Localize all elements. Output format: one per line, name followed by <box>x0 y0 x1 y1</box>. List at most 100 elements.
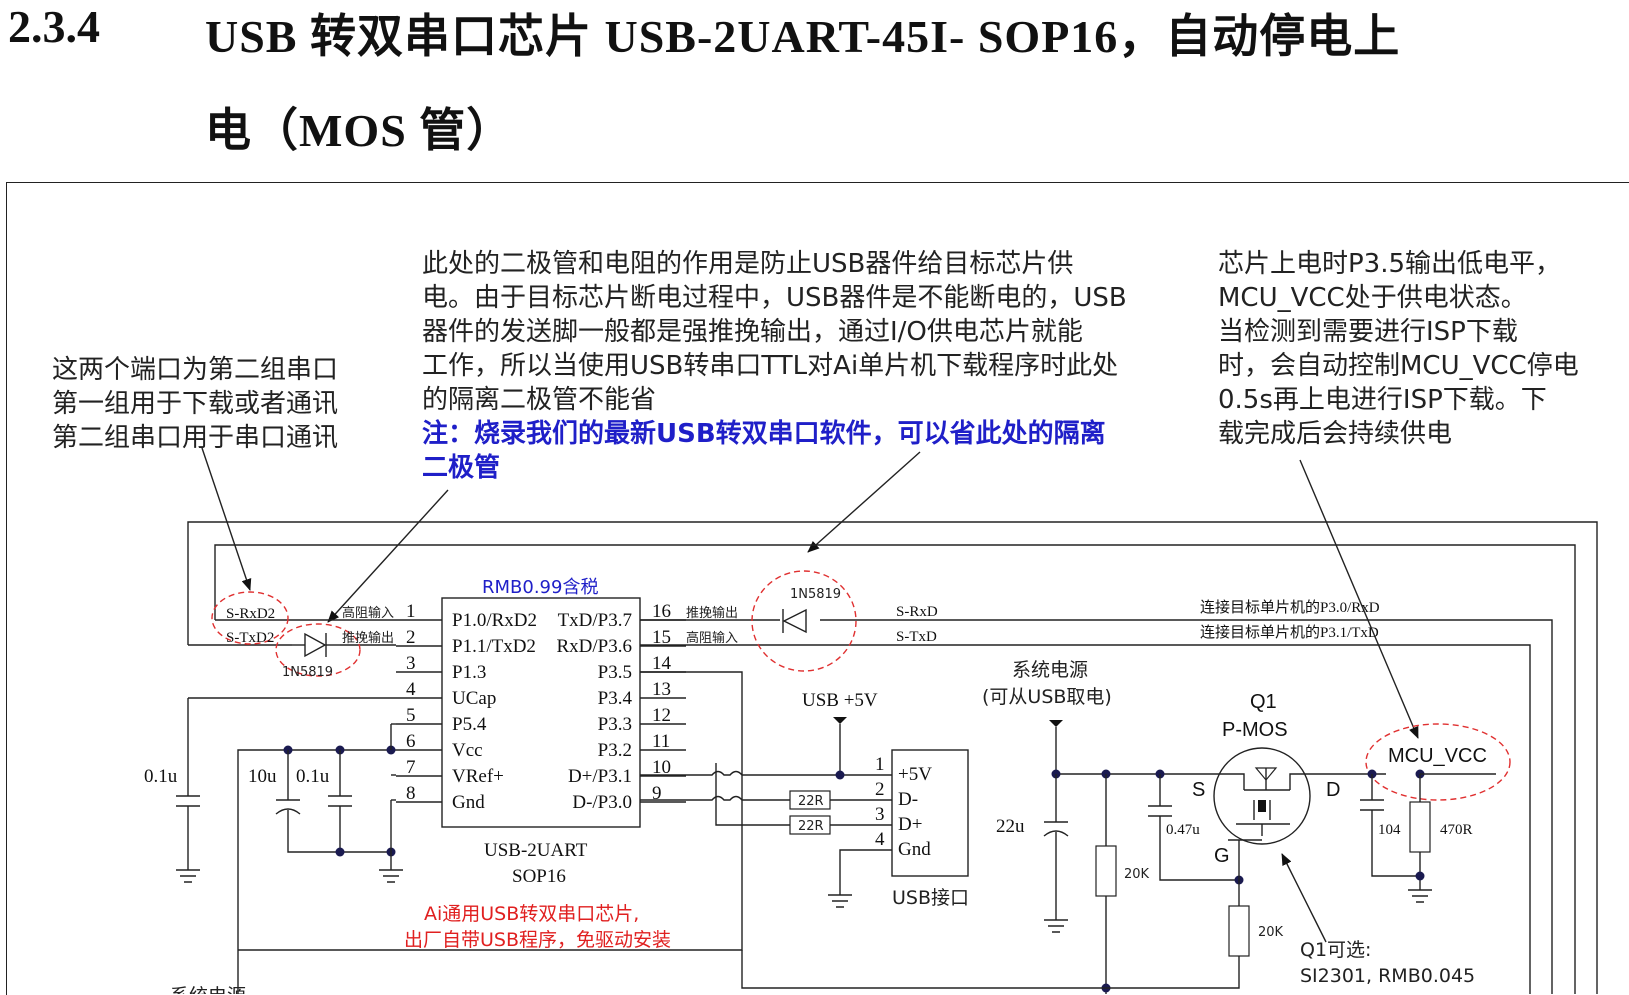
label-c-047u: 0.47u <box>1166 822 1200 838</box>
chip-right-pin-number: 11 <box>652 731 670 752</box>
label-r-20k-b: 20K <box>1258 925 1284 940</box>
usb-pin3-num: 3 <box>875 804 885 825</box>
chip-package: SOP16 <box>512 866 566 887</box>
chip-right-pins: 16 TxD/P3.7 15 RxD/P3.6 14 P3.5 13 P3.4 12 P3.3 11… <box>557 601 686 813</box>
chip-right-pin-name: P3.2 <box>598 740 632 761</box>
usb-pin1-num: 1 <box>875 754 885 775</box>
label-system-power: 系统电源 <box>1012 659 1088 681</box>
note-diode-line3: 器件的发送脚一般都是强推挽输出，通过I/O供电芯片就能 <box>422 317 1083 347</box>
chip-left-pin-name: P5.4 <box>452 714 487 735</box>
usb-pin1-name: +5V <box>898 764 932 785</box>
label-mcu-vcc: MCU_VCC <box>1388 745 1487 767</box>
label-c-01u-a: 0.1u <box>144 766 178 787</box>
label-r-22r-a: 22R <box>798 794 824 809</box>
power-switch: 系统电源 (可从USB取电) 22u 20K 0.47u 20K <box>982 659 1496 994</box>
chip-left-pin-number: 1 <box>406 601 416 622</box>
usb-pin3-name: D+ <box>898 814 922 835</box>
label-hi-z-in-left: 高阻输入 <box>342 605 394 621</box>
callout-circle-diode-left <box>275 623 361 677</box>
chip-right-pin-number: 14 <box>652 653 672 674</box>
chip-left-pin-number: 5 <box>406 705 416 726</box>
chip-right-pin-name: P3.4 <box>598 688 633 709</box>
chip-left-pin-number: 4 <box>406 679 416 700</box>
note-left-ports: 这两个端口为第二组串口 第一组用于下载或者通讯 第二组串口用于串口通讯 <box>52 355 338 453</box>
usb-connector-label: USB接口 <box>892 887 969 909</box>
note-diode-line1: 此处的二极管和电阻的作用是防止USB器件给目标芯片供 <box>422 249 1073 279</box>
note-power-line3: 当检测到需要进行ISP下载 <box>1218 317 1518 347</box>
label-bottom-system-power: 系统电源 <box>170 985 246 994</box>
label-pin-d: D <box>1326 779 1340 801</box>
diode-right <box>782 608 807 634</box>
label-r-20k-a: 20K <box>1124 867 1150 882</box>
label-c-104: 104 <box>1378 822 1401 838</box>
label-push-pull-right: 推挽输出 <box>686 605 738 621</box>
chip-right-pin-name: P3.5 <box>598 662 632 683</box>
diode-left <box>304 632 340 658</box>
chip-right-pin-name: D+/P3.1 <box>568 766 632 787</box>
chip-right-pin-number: 10 <box>652 757 671 778</box>
note-blue-line2: 二极管 <box>422 453 500 483</box>
chip-left-pin-name: Gnd <box>452 792 485 813</box>
note-power-line6: 载完成后会持续供电 <box>1218 419 1452 449</box>
note-blue-line1: 注：烧录我们的最新USB转双串口软件，可以省此处的隔离 <box>422 418 1106 449</box>
label-r-470r: 470R <box>1440 822 1473 838</box>
note-diode-line4: 工作，所以当使用USB转串口TTL对Ai单片机下载程序时此处 <box>422 351 1118 381</box>
note-power-line4: 时，会自动控制MCU_VCC停电 <box>1218 351 1579 381</box>
chip-left-pin-number: 2 <box>406 627 416 648</box>
label-s-rxd2: S-RxD2 <box>226 606 275 622</box>
label-q1-type: P-MOS <box>1222 719 1288 741</box>
chip-price: RMB0.99含税 <box>482 577 598 598</box>
label-pin-s: S <box>1192 779 1205 801</box>
usb-connector: USB +5V 22R 22R 1 2 3 4 +5V D- D+ Gnd US… <box>640 690 969 909</box>
note-left-line2: 第一组用于下载或者通讯 <box>52 389 338 419</box>
label-target-tx: 连接目标单片机的P3.1/TxD <box>1200 624 1379 641</box>
note-left-line1: 这两个端口为第二组串口 <box>52 355 338 385</box>
label-system-power-sub: (可从USB取电) <box>982 686 1112 708</box>
label-q1: Q1 <box>1250 691 1277 713</box>
ground-return-line <box>741 950 1106 989</box>
label-q1-options-title: Q1可选: <box>1300 939 1371 961</box>
chip-right-pin-name: P3.3 <box>598 714 632 735</box>
usb-pin2-name: D- <box>898 789 918 810</box>
chip-left-pin-number: 6 <box>406 731 416 752</box>
note-power: 芯片上电时P3.5输出低电平， MCU_VCC处于供电状态。 当检测到需要进行I… <box>1218 249 1579 449</box>
chip-left-pin-name: P1.1/TxD2 <box>452 636 536 657</box>
note-power-line2: MCU_VCC处于供电状态。 <box>1218 283 1527 313</box>
label-q1-options: SI2301, RMB0.045 <box>1300 965 1475 987</box>
chip-left-pin-number: 3 <box>406 653 416 674</box>
chip-right-pin-name: TxD/P3.7 <box>558 610 632 631</box>
bus-lines <box>187 521 1598 994</box>
chip-name: USB-2UART <box>484 840 588 861</box>
label-s-txd: S-TxD <box>896 629 937 645</box>
page-title-line1: USB 转双串口芯片 USB-2UART-45I- SOP16，自动停电上 <box>205 11 1401 62</box>
note-power-line5: 0.5s再上电进行ISP下载。下 <box>1218 385 1547 415</box>
note-diode-line5: 的隔离二极管不能省 <box>422 385 656 415</box>
note-diode: 此处的二极管和电阻的作用是防止USB器件给目标芯片供 电。由于目标芯片断电过程中… <box>422 249 1127 483</box>
callout-circle-diode-right <box>751 570 857 672</box>
usb-pin2-num: 2 <box>875 779 885 800</box>
chip-left-pin-name: Vcc <box>452 740 483 761</box>
page-title-line2: 电（MOS 管） <box>205 105 514 156</box>
pointer-arrow-ports <box>201 447 252 591</box>
label-pin-g: G <box>1214 845 1230 867</box>
label-s-rxd: S-RxD <box>896 604 938 620</box>
chip-left-pin-name: P1.3 <box>452 662 486 683</box>
label-c-10u: 10u <box>248 766 277 787</box>
chip-right-pin-name: D-/P3.0 <box>572 792 632 813</box>
label-hi-z-in-right: 高阻输入 <box>686 630 738 646</box>
note-power-line1: 芯片上电时P3.5输出低电平， <box>1218 249 1561 279</box>
label-c-22u: 22u <box>996 816 1025 837</box>
left-decoupling: 0.1u 10u 0.1u <box>144 671 743 994</box>
chip-right-pin-number: 16 <box>652 601 671 622</box>
chip-right-pin-number: 12 <box>652 705 671 726</box>
usb-2uart-chip: RMB0.99含税 USB-2UART SOP16 Ai通用USB转双串口芯片,… <box>396 577 686 951</box>
chip-right-pin-number: 15 <box>652 627 671 648</box>
chip-desc-line1: Ai通用USB转双串口芯片, <box>424 903 639 925</box>
chip-right-pin-number: 13 <box>652 679 671 700</box>
label-s-txd2: S-TxD2 <box>226 630 274 646</box>
usb-pin4-num: 4 <box>875 829 885 850</box>
chip-right-pin-name: RxD/P3.6 <box>557 636 633 657</box>
diagram-frame <box>6 182 1629 995</box>
